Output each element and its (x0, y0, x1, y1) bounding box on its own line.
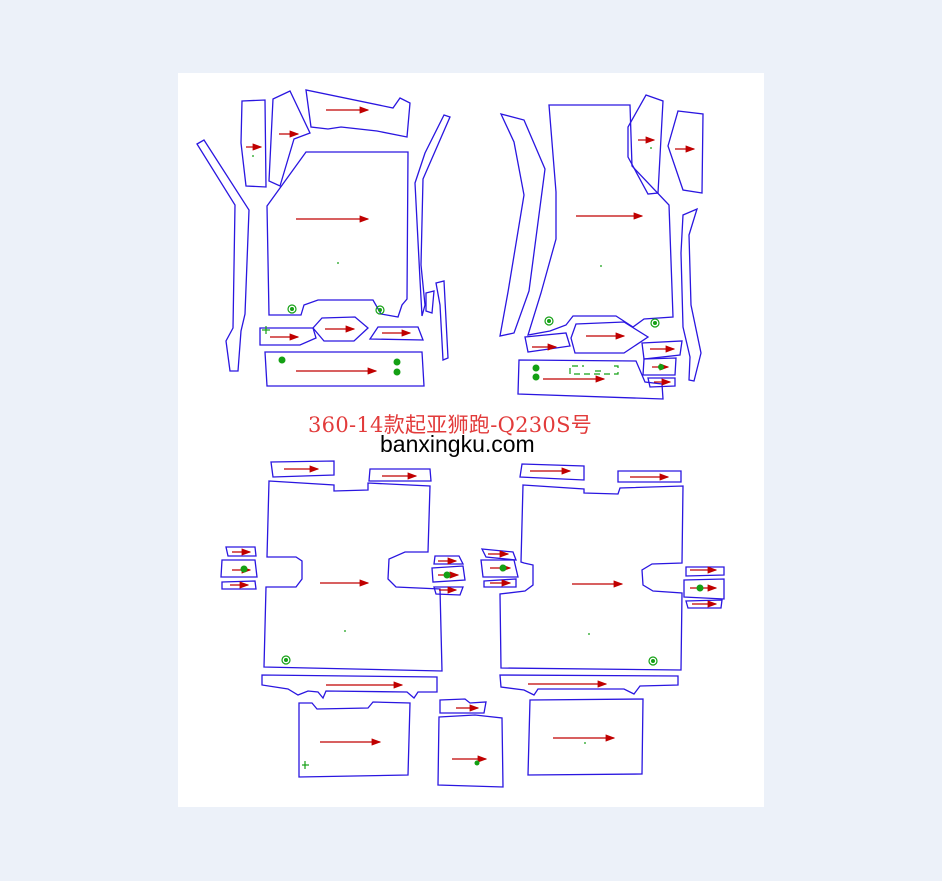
long-strip-piece (196, 139, 250, 372)
group-rear-right (480, 463, 725, 776)
main-rear-piece (263, 480, 443, 672)
seam-piece-left (259, 327, 317, 346)
ear-piece-c (221, 580, 257, 590)
bottom-rect-piece (264, 351, 425, 387)
side-strip-r (667, 110, 704, 194)
long-bar-piece-r (499, 674, 679, 696)
lower-rect-piece (298, 701, 411, 778)
ear-piece-j (685, 566, 725, 577)
top-strip-b (368, 468, 432, 482)
right-narrow-strip (680, 207, 702, 382)
ear-piece-f (433, 586, 464, 596)
pattern-sheet: 360-14款起亚狮跑-Q230S号 banxingku.com (178, 73, 764, 807)
lower-trap-piece (437, 714, 504, 788)
long-bar-piece (261, 674, 438, 700)
small-box-r1 (642, 357, 677, 376)
ear-piece-d (433, 555, 465, 565)
right-long-strip (414, 114, 451, 317)
ear-piece-b (220, 559, 258, 578)
long-strip-r (499, 113, 546, 337)
ear-piece-k (683, 578, 725, 600)
model-title: 360-14款起亚狮跑-Q230S号 (308, 413, 593, 437)
top-strip-d (617, 470, 682, 483)
seam-piece-right (368, 326, 424, 341)
top-strip-a (270, 460, 335, 478)
floor-mat-pattern-diagram (196, 89, 725, 788)
lower-rect-piece-r (527, 698, 644, 776)
seam-piece-r3 (641, 340, 683, 360)
main-floor-piece (266, 151, 409, 318)
main-floor-piece-r (527, 104, 674, 336)
ear-piece-e (431, 565, 466, 583)
main-rear-piece-r (499, 484, 684, 671)
group-front-left (196, 89, 451, 387)
group-front-right (499, 94, 704, 400)
ear-piece-h (480, 559, 519, 578)
small-tab-piece (435, 280, 449, 361)
ear-piece-l (685, 599, 723, 609)
seam-piece-center (312, 316, 369, 342)
group-rear-left (220, 460, 504, 788)
lower-center-piece (439, 698, 487, 714)
ear-piece-a (225, 546, 257, 557)
mini-tab (425, 290, 435, 314)
seam-piece-r2 (570, 321, 650, 354)
side-strip-piece-a (240, 99, 267, 188)
seam-piece-r1 (524, 332, 571, 353)
top-flap-r (627, 94, 664, 195)
top-flap-piece (305, 89, 411, 138)
watermark-text: banxingku.com (380, 431, 535, 457)
small-box-r2 (647, 377, 676, 388)
top-strip-c (519, 463, 585, 481)
side-strip-piece-b (268, 90, 311, 187)
